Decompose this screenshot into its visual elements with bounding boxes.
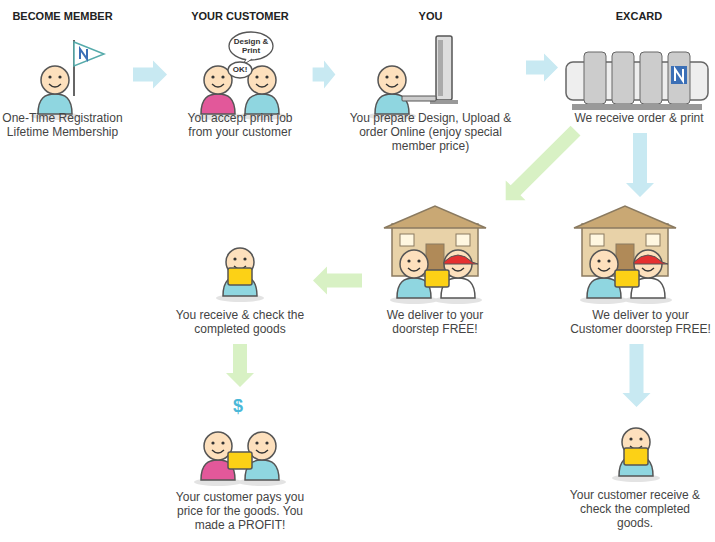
- step-heading: BECOME MEMBER: [0, 10, 125, 23]
- step-heading: EXCARD: [566, 10, 712, 23]
- step-heading: YOU: [343, 10, 518, 23]
- flow-arrow: [313, 61, 336, 89]
- money-symbol: $: [228, 396, 248, 416]
- step-caption: Your customer receive & check the comple…: [565, 488, 705, 530]
- step-caption: You accept print job from your customer: [175, 111, 305, 139]
- step-box: YOU You prepare Design, Upload & order On…: [343, 10, 518, 153]
- step-box: We deliver to your Customer doorstep FRE…: [568, 205, 713, 336]
- step-caption: One-Time Registration Lifetime Membershi…: [0, 111, 125, 139]
- step-caption: Your customer pays you price for the goo…: [170, 490, 310, 532]
- step-box: You receive & check the completed goods: [175, 225, 305, 336]
- step-caption: We receive order & print: [566, 111, 712, 125]
- flow-arrow: [623, 344, 651, 407]
- flow-arrow: [526, 54, 558, 82]
- step-box: EXCARD We receive order & print: [566, 10, 712, 125]
- flow-arrow: [226, 344, 254, 387]
- step-box: We deliver to your doorstep FREE!: [370, 205, 500, 336]
- flow-arrow: [313, 267, 362, 295]
- speech-text: OK!: [228, 65, 252, 74]
- step-caption: We deliver to your Customer doorstep FRE…: [568, 308, 713, 336]
- step-caption: You receive & check the completed goods: [175, 308, 305, 336]
- flow-arrow: [626, 133, 654, 197]
- step-caption: You prepare Design, Upload & order Onlin…: [343, 111, 518, 153]
- step-box: YOUR CUSTOMER You accept print job from y…: [175, 10, 305, 139]
- step-box: Your customer receive & check the comple…: [565, 415, 705, 530]
- flow-arrow: [506, 126, 581, 201]
- flow-arrow: [133, 61, 167, 89]
- speech-text: Design & Print: [230, 37, 272, 55]
- step-caption: We deliver to your doorstep FREE!: [370, 308, 500, 336]
- step-box: BECOME MEMBER One-Time Registration Lifet…: [0, 10, 125, 139]
- step-heading: YOUR CUSTOMER: [175, 10, 305, 23]
